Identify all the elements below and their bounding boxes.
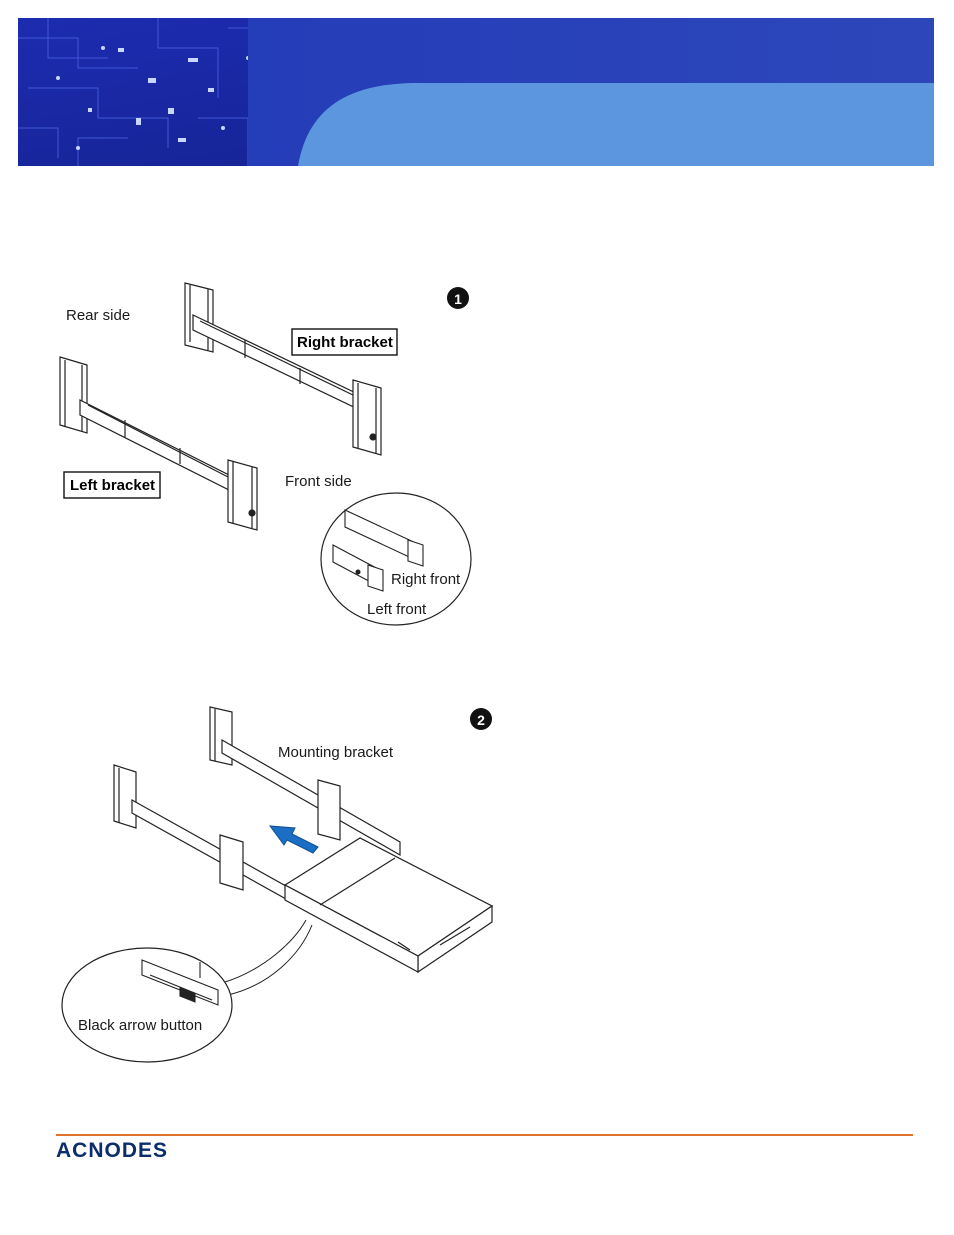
- acnodes-logo: ACNODES: [56, 1138, 168, 1164]
- device-chassis-drawing: [285, 838, 492, 972]
- step-2-marker: 2: [470, 708, 492, 730]
- rear-side-label: Rear side: [66, 307, 130, 324]
- front-side-label: Front side: [285, 473, 352, 490]
- front-mounting-bracket-drawing: [114, 765, 320, 918]
- header-banner: [18, 18, 934, 166]
- left-front-label: Left front: [367, 601, 427, 618]
- mounting-bracket-label: Mounting bracket: [278, 744, 394, 761]
- circuit-board-banner-image: [18, 18, 934, 166]
- right-bracket-label: Right bracket: [297, 334, 393, 351]
- brand-logo-text: ACNODES: [56, 1139, 168, 1162]
- rear-mounting-bracket-drawing: [210, 707, 400, 855]
- step-1-marker: 1: [447, 287, 469, 309]
- black-arrow-button-zoom-circle: [62, 920, 312, 1062]
- step-2-number: 2: [477, 712, 485, 728]
- insert-direction-arrow: [270, 826, 318, 853]
- left-bracket-label-box: [64, 472, 160, 498]
- step-1-number: 1: [454, 291, 462, 307]
- right-bracket-label-box: [292, 329, 397, 355]
- left-bracket-drawing: [60, 357, 257, 530]
- front-detail-zoom-circle: [321, 493, 471, 625]
- right-bracket-drawing: [185, 283, 381, 455]
- left-bracket-label: Left bracket: [70, 477, 155, 494]
- black-arrow-button-label: Black arrow button: [78, 1017, 202, 1034]
- footer-rule: [56, 1134, 913, 1136]
- right-front-label: Right front: [391, 571, 461, 588]
